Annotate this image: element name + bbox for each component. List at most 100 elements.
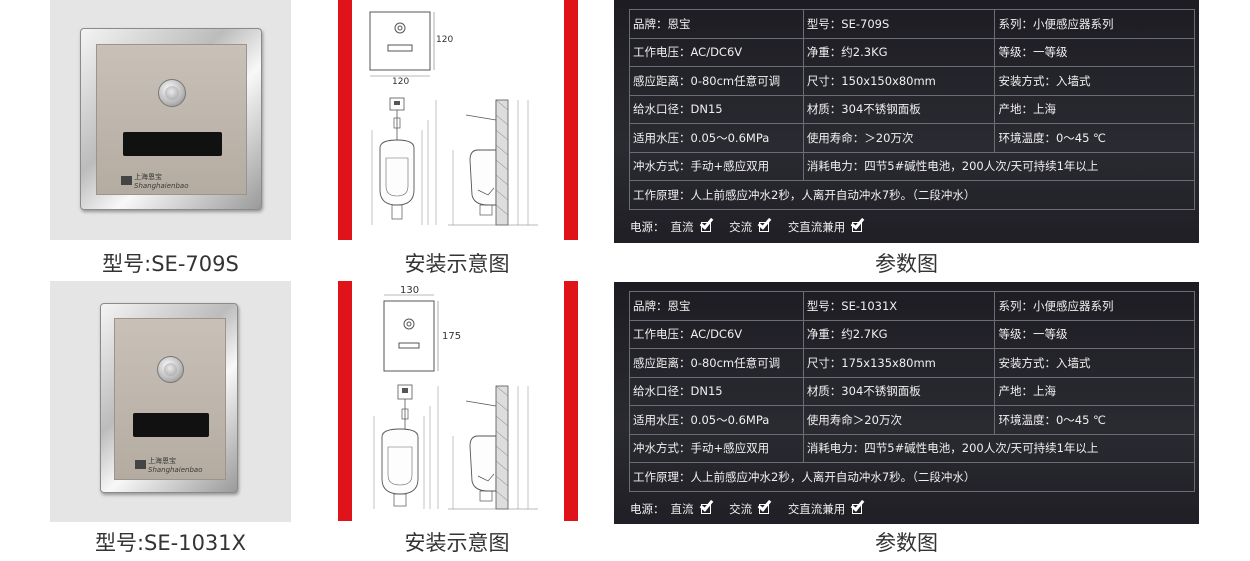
sensor-frame: 上海恩宝 Shanghaienbao [80,28,262,210]
spec-caption: 参数图 [875,252,938,276]
install-diagram-svg: 120 120 [338,0,578,240]
spec-cell: 尺寸：150x150x80mm [802,66,996,96]
brand-logo-icon [135,460,146,469]
spec-panel: 品牌：恩宝 型号：SE-1031X 系列：小便感应器系列 工作电压：AC/DC6… [614,282,1199,524]
spec-cell: 冲水方式：手动+感应双用 [629,151,804,181]
spec-cell: 安装方式：入墙式 [994,348,1195,378]
table-row: 给水口径：DN15 材质：304不锈钢面板 产地：上海 [629,376,1195,406]
spec-cell: 净重：约2.3KG [802,37,996,67]
sensor-window [123,132,222,156]
checkbox-checked-icon [699,497,718,515]
product-photo: 上海恩宝 Shanghaienbao [50,0,291,240]
spec-cell: 环境温度：0～45 ℃ [994,123,1195,153]
spec-cell: 工作电压：AC/DC6V [629,319,804,349]
sensor-window [133,413,209,437]
spec-cell: 给水口径：DN15 [629,376,804,406]
checkbox-checked-icon [850,215,869,233]
drawing-caption: 安装示意图 [404,252,510,276]
spec-cell: 适用水压：0.05～0.6MPa [629,123,804,153]
dim-height: 120 [436,35,453,45]
table-row: 工作原理：人上前感应冲水2秒，人离开自动冲水7秒。（二段冲水） [629,180,1195,210]
power-label: 电源： [630,502,665,516]
spec-panel: 品牌：恩宝 型号：SE-709S 系列：小便感应器系列 工作电压：AC/DC6V… [614,0,1199,243]
dim-width: 130 [400,285,419,296]
spec-cell: 等级：一等级 [994,319,1195,349]
install-diagram: 120 120 [338,0,578,240]
spec-cell: 材质：304不锈钢面板 [802,94,996,124]
spec-cell: 工作原理：人上前感应冲水2秒，人离开自动冲水7秒。（二段冲水） [629,462,1195,492]
checkbox-checked-icon [757,497,776,515]
table-row: 适用水压：0.05～0.6MPa 使用寿命＞20万次 环境温度：0～45 ℃ [629,405,1195,435]
brand-logo-icon [121,176,132,185]
table-row: 工作电压：AC/DC6V 净重：约2.3KG 等级：一等级 [629,37,1195,67]
table-row: 适用水压：0.05～0.6MPa 使用寿命：＞20万次 环境温度：0～45 ℃ [629,123,1195,153]
power-option-acdc: 交直流兼用 [787,220,846,234]
model-caption: 型号:SE-709S [102,252,239,276]
table-row: 工作电压：AC/DC6V 净重：约2.7KG 等级：一等级 [629,319,1195,349]
red-bar-left [338,281,352,521]
red-bar-right [564,0,578,240]
spec-cell: 安装方式：入墙式 [994,66,1195,96]
sensor-plate: 上海恩宝 Shanghaienbao [96,44,247,195]
product-photo: 上海恩宝 Shanghaienbao [50,281,291,522]
spec-cell: 工作原理：人上前感应冲水2秒，人离开自动冲水7秒。（二段冲水） [629,180,1195,210]
flush-button-icon [157,356,184,383]
red-bar-left [338,0,352,240]
spec-cell: 型号：SE-1031X [802,291,996,321]
spec-cell: 给水口径：DN15 [629,94,804,124]
spec-cell: 系列：小便感应器系列 [994,9,1195,39]
power-option-ac: 交流 [729,502,753,516]
drawing-caption: 安装示意图 [404,531,510,555]
spec-cell: 感应距离：0-80cm任意可调 [629,66,804,96]
flush-button-icon [158,79,186,107]
power-options: 电源： 直流 交流 交直流兼用 [630,497,877,517]
red-bar-right [564,281,578,521]
spec-cell: 产地：上海 [994,376,1195,406]
spec-cell: 净重：约2.7KG [802,319,996,349]
dim-height: 175 [442,331,461,342]
table-row: 品牌：恩宝 型号：SE-709S 系列：小便感应器系列 [629,9,1195,39]
product-row-se709s: 上海恩宝 Shanghaienbao 型号:SE-709S 120 120 [0,0,1250,280]
spec-cell: 系列：小便感应器系列 [994,291,1195,321]
table-row: 冲水方式：手动+感应双用 消耗电力：四节5#碱性电池，200人次/天可持续1年以… [629,433,1196,463]
sensor-frame: 上海恩宝 Shanghaienbao [100,303,238,493]
power-label: 电源： [630,220,665,234]
table-row: 感应距离：0-80cm任意可调 尺寸：150x150x80mm 安装方式：入墙式 [629,66,1195,96]
spec-cell: 型号：SE-709S [802,9,996,39]
spec-cell: 尺寸：175x135x80mm [802,348,996,378]
checkbox-checked-icon [757,215,776,233]
spec-cell: 环境温度：0～45 ℃ [994,405,1195,435]
dim-width: 120 [392,77,409,87]
table-row: 给水口径：DN15 材质：304不锈钢面板 产地：上海 [629,94,1195,124]
table-row: 冲水方式：手动+感应双用 消耗电力：四节5#碱性电池，200人次/天可持续1年以… [629,151,1196,181]
model-caption: 型号:SE-1031X [94,531,247,555]
install-diagram: 130 175 [338,281,578,521]
spec-cell: 感应距离：0-80cm任意可调 [629,348,804,378]
power-options: 电源： 直流 交流 交直流兼用 [630,215,877,235]
spec-cell: 等级：一等级 [994,37,1195,67]
power-option-acdc: 交直流兼用 [787,502,846,516]
power-option-dc: 直流 [670,220,694,234]
table-row: 工作原理：人上前感应冲水2秒，人离开自动冲水7秒。（二段冲水） [629,462,1195,492]
spec-cell: 品牌：恩宝 [629,9,804,39]
spec-caption: 参数图 [875,531,938,555]
checkbox-checked-icon [850,497,869,515]
spec-cell: 冲水方式：手动+感应双用 [629,433,804,463]
install-diagram-svg: 130 175 [338,281,578,521]
spec-table: 品牌：恩宝 型号：SE-709S 系列：小便感应器系列 工作电压：AC/DC6V… [629,9,1196,210]
product-row-se1031x: 上海恩宝 Shanghaienbao 型号:SE-1031X 130 175 [0,281,1250,561]
spec-cell: 适用水压：0.05～0.6MPa [629,405,804,435]
brand-logo-text: 上海恩宝 Shanghaienbao [134,173,189,190]
table-row: 品牌：恩宝 型号：SE-1031X 系列：小便感应器系列 [629,291,1195,321]
power-option-dc: 直流 [670,502,694,516]
table-row: 感应距离：0-80cm任意可调 尺寸：175x135x80mm 安装方式：入墙式 [629,348,1195,378]
checkbox-checked-icon [699,215,718,233]
spec-cell: 消耗电力：四节5#碱性电池，200人次/天可持续1年以上 [802,151,1196,181]
spec-table: 品牌：恩宝 型号：SE-1031X 系列：小便感应器系列 工作电压：AC/DC6… [629,291,1196,492]
brand-logo-text: 上海恩宝 Shanghaienbao [148,457,203,474]
sensor-plate: 上海恩宝 Shanghaienbao [114,318,226,480]
spec-cell: 产地：上海 [994,94,1195,124]
power-option-ac: 交流 [729,220,753,234]
spec-cell: 使用寿命＞20万次 [802,405,996,435]
spec-cell: 使用寿命：＞20万次 [802,123,996,153]
